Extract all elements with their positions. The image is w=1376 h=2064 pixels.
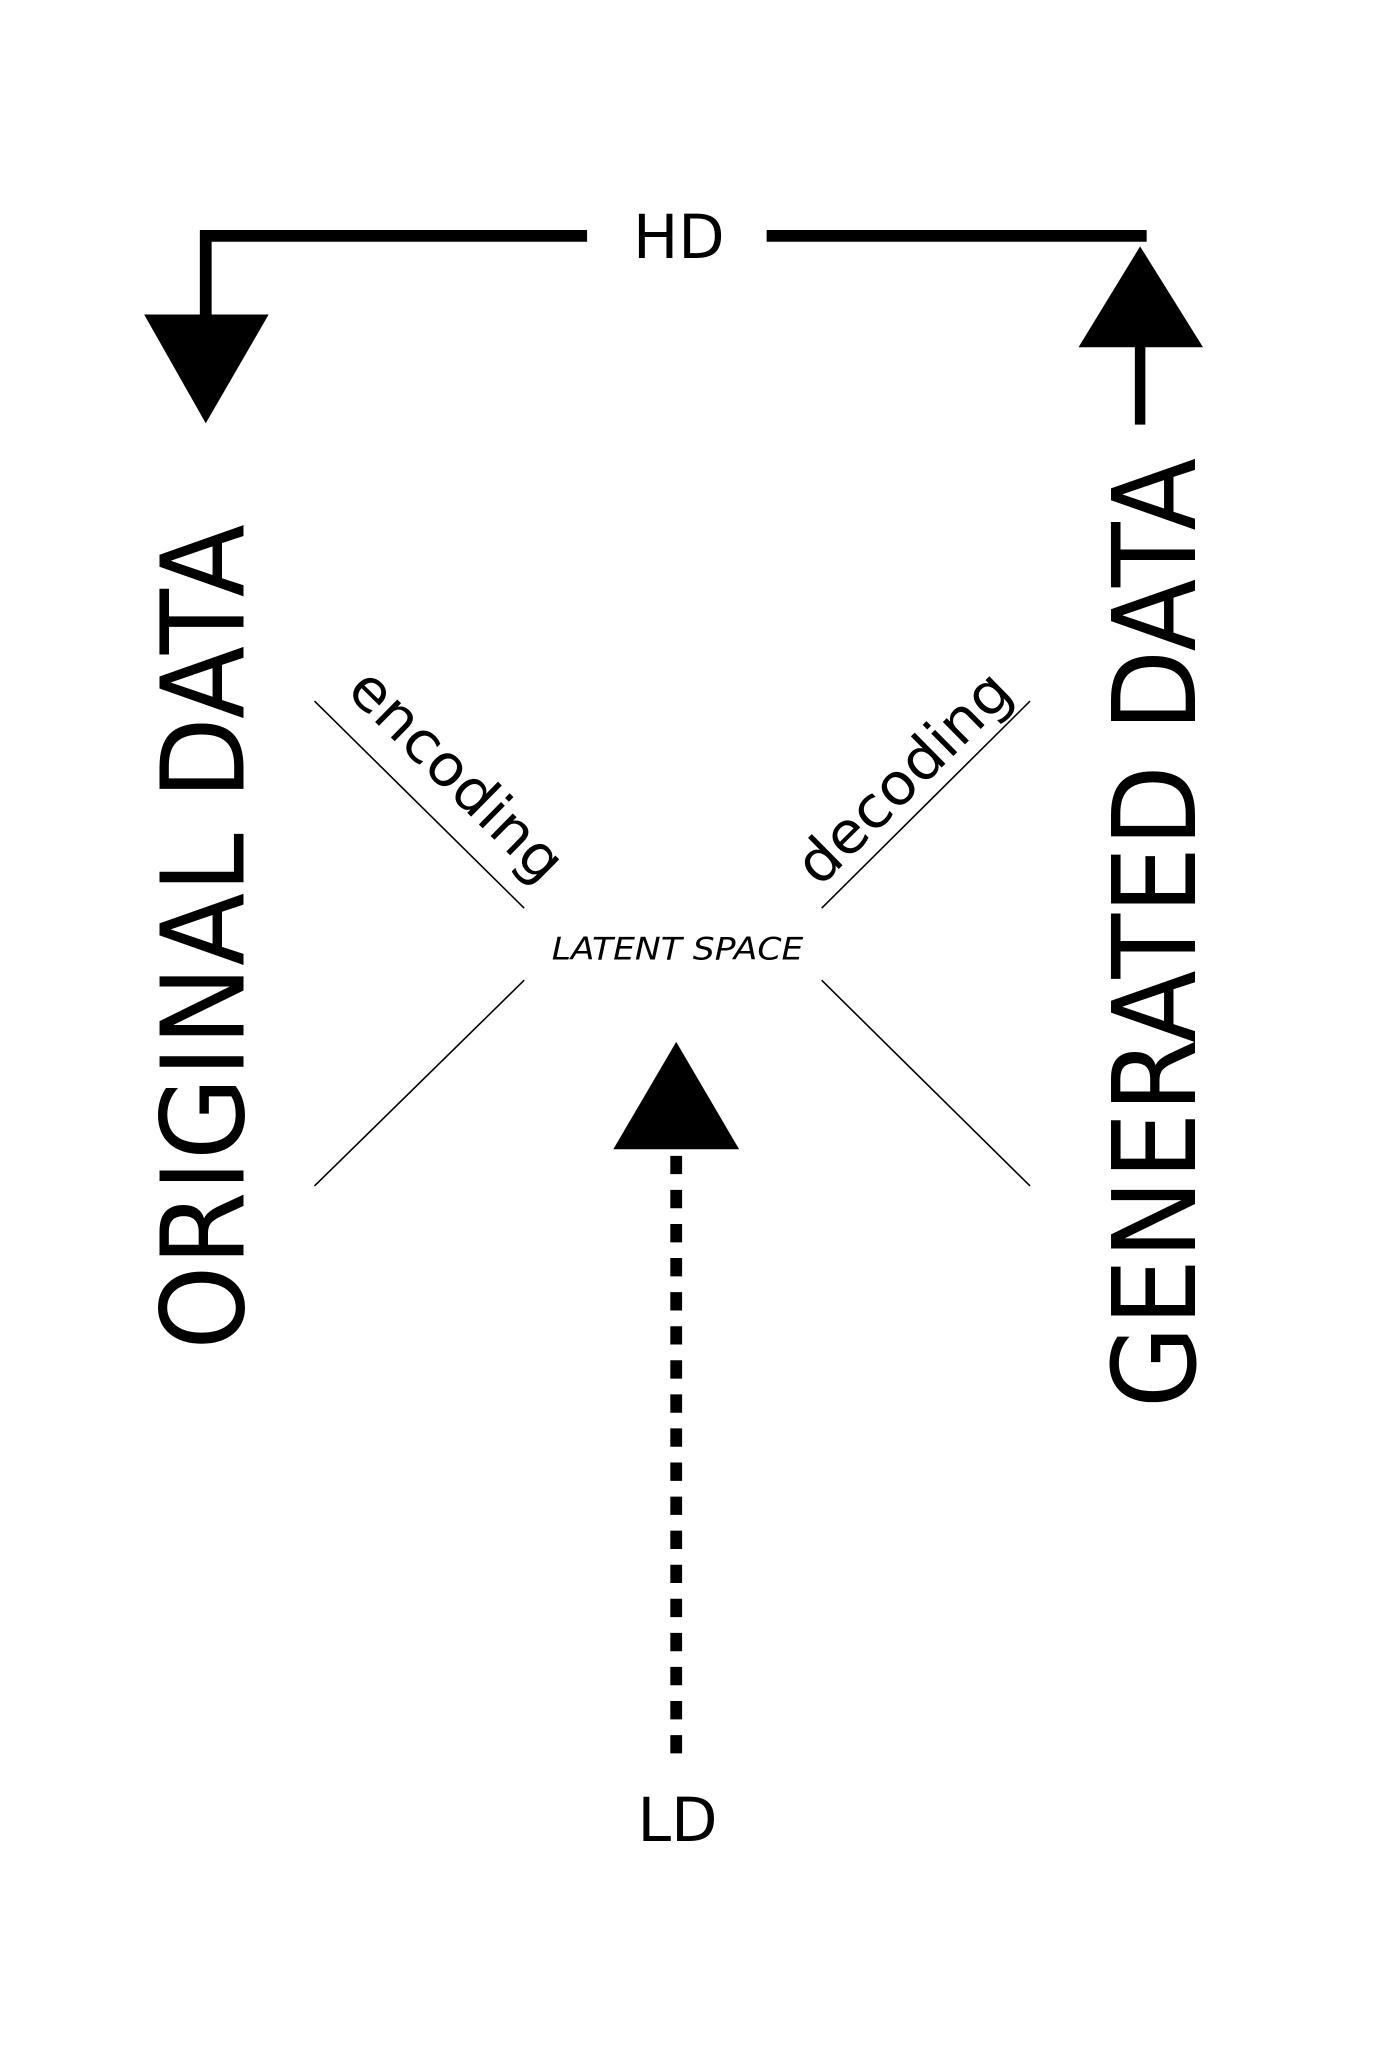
decoding-label: decoding [781,656,1025,898]
hd-line-left [199,229,588,318]
original-data-label: ORIGINAL DATA [138,524,272,1350]
hd-connector: HD [144,203,1204,425]
ld-label: LD [638,1786,718,1856]
arrow-down-icon [144,314,269,424]
encoding-label: encoding [335,654,579,896]
encoding-line [313,700,525,909]
arrow-up-icon [1078,246,1204,348]
latent-space-label: LATENT SPACE [552,931,804,967]
latent-x [313,700,1031,1187]
generated-data-label: GENERATED DATA [1089,458,1223,1408]
right-lower-line [821,979,1031,1187]
hd-label: HD [633,203,725,273]
decoding-line [821,700,1031,909]
ld-arrow-up-icon [613,1041,740,1150]
left-lower-line [313,979,525,1187]
